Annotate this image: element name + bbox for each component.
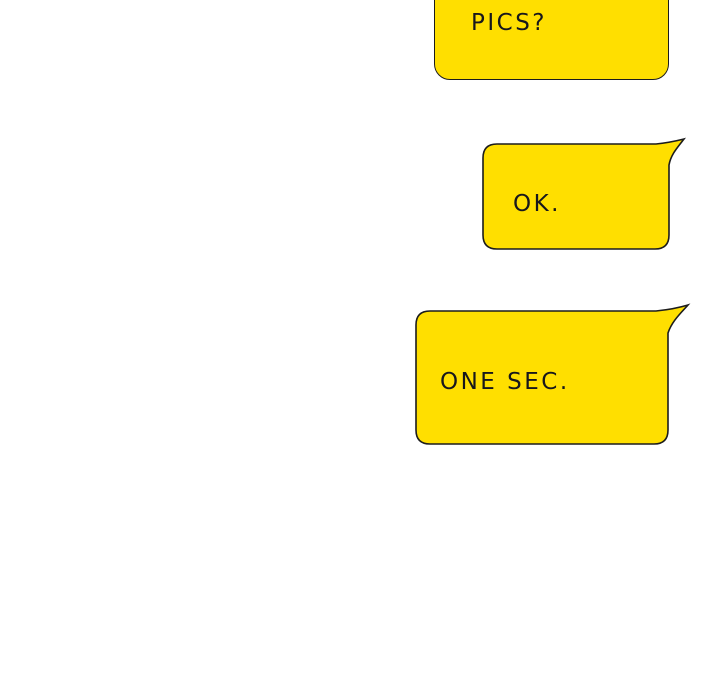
- bubble-text: ONE SEC.: [440, 369, 570, 395]
- bubble-text: PICS?: [471, 10, 548, 36]
- bubble-shape: [434, 0, 669, 80]
- speech-bubble-one-sec: ONE SEC.: [415, 303, 693, 449]
- speech-bubble-ok: OK.: [482, 137, 688, 253]
- bubble-text: OK.: [513, 191, 561, 217]
- bubble-shape: [482, 137, 686, 250]
- bubble-shape: [415, 303, 691, 445]
